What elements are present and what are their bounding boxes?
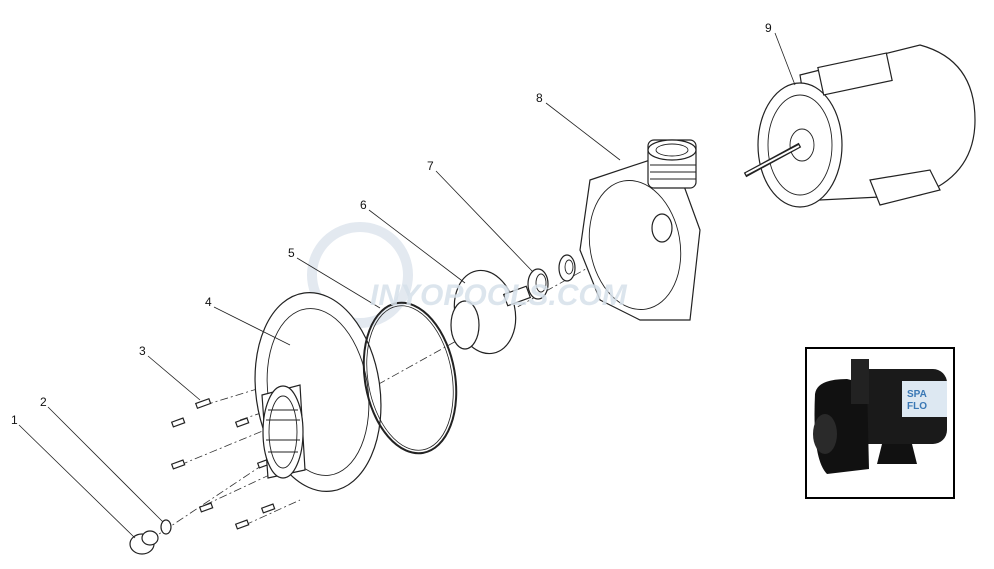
callout-8: 8 [536, 91, 543, 105]
inset-logo: SPA [907, 389, 927, 400]
watermark-ring [307, 222, 413, 328]
callout-6: 6 [360, 198, 367, 212]
watermark: INYOPOOLS.COM [370, 279, 628, 312]
part-faceplate [254, 291, 382, 493]
callout-leaders [18, 32, 796, 539]
product-photo-inset: SPA FLO [805, 347, 955, 499]
callout-3: 3 [139, 344, 146, 358]
svg-text:FLO: FLO [907, 401, 927, 412]
callout-labels: 1 2 3 4 5 6 7 8 9 [11, 21, 772, 427]
callout-1: 1 [11, 413, 18, 427]
part-shaft-seal [527, 254, 576, 300]
part-o-ring-washer [160, 519, 172, 535]
callout-9: 9 [765, 21, 772, 35]
callout-7: 7 [427, 159, 434, 173]
callout-5: 5 [288, 246, 295, 260]
part-drain-plug [129, 530, 159, 555]
callout-2: 2 [40, 395, 47, 409]
part-impeller [450, 269, 532, 355]
part-motor [743, 44, 976, 208]
part-screws [170, 397, 276, 530]
pump-photo: SPA FLO [813, 359, 947, 474]
part-volute-housing [579, 139, 701, 321]
callout-4: 4 [205, 295, 212, 309]
part-o-ring [362, 301, 458, 455]
